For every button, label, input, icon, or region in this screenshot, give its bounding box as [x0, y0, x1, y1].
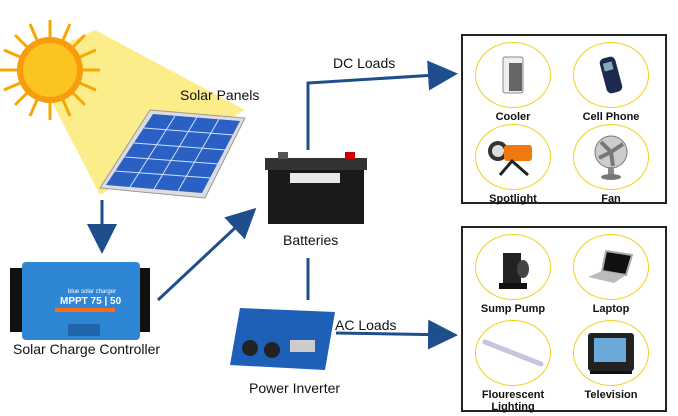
cooler-icon — [475, 42, 551, 108]
item-label: Flourescent Lighting — [481, 389, 545, 413]
ac-item-flourescent-lighting: Flourescent Lighting — [465, 320, 561, 413]
sun-icon — [0, 20, 100, 120]
solar-panel-icon — [99, 109, 246, 199]
item-label: Television — [584, 389, 638, 401]
television-icon — [573, 320, 649, 386]
cell-phone-icon — [573, 42, 649, 108]
label-dc-loads: DC Loads — [333, 55, 396, 71]
dc-item-spotlight: Spotlight — [465, 124, 561, 205]
label-batteries: Batteries — [283, 232, 339, 248]
item-label: Cell Phone — [582, 111, 640, 123]
item-label: Spotlight — [489, 193, 537, 205]
label-solar-panels: Solar Panels — [180, 87, 260, 103]
flourescent-tube-icon — [475, 320, 551, 386]
label-controller: Solar Charge Controller — [13, 341, 161, 357]
dc-loads-box: Cooler Cell Phone Spotlight Fan — [461, 34, 667, 205]
ac-loads-box: Sump Pump Laptop Flourescent Lighting Te… — [461, 226, 667, 413]
ac-item-sump-pump: Sump Pump — [465, 234, 561, 315]
dc-item-cooler: Cooler — [465, 42, 561, 123]
item-label: Laptop — [592, 303, 630, 315]
fan-icon — [573, 124, 649, 190]
controller-line1: blue solar charger — [68, 289, 116, 295]
item-label: Fan — [601, 193, 621, 205]
battery-icon — [265, 152, 367, 224]
dc-item-fan: Fan — [563, 124, 659, 205]
ac-item-laptop: Laptop — [563, 234, 659, 315]
laptop-icon — [573, 234, 649, 300]
sump-pump-icon — [475, 234, 551, 300]
item-label: Cooler — [495, 111, 531, 123]
item-label: Sump Pump — [480, 303, 546, 315]
power-inverter-icon — [230, 308, 335, 370]
arrow-controller-to-battery — [156, 207, 257, 302]
arrow-battery-to-dc — [306, 60, 458, 150]
arrow-inverter-to-ac — [335, 319, 458, 350]
charge-controller-icon — [10, 262, 150, 340]
label-ac-loads: AC Loads — [335, 317, 397, 333]
ac-item-television: Television — [563, 320, 659, 401]
controller-line2: MPPT 75 | 50 — [60, 296, 122, 307]
label-inverter: Power Inverter — [249, 380, 341, 396]
spotlight-icon — [475, 124, 551, 190]
dc-item-cell-phone: Cell Phone — [563, 42, 659, 123]
